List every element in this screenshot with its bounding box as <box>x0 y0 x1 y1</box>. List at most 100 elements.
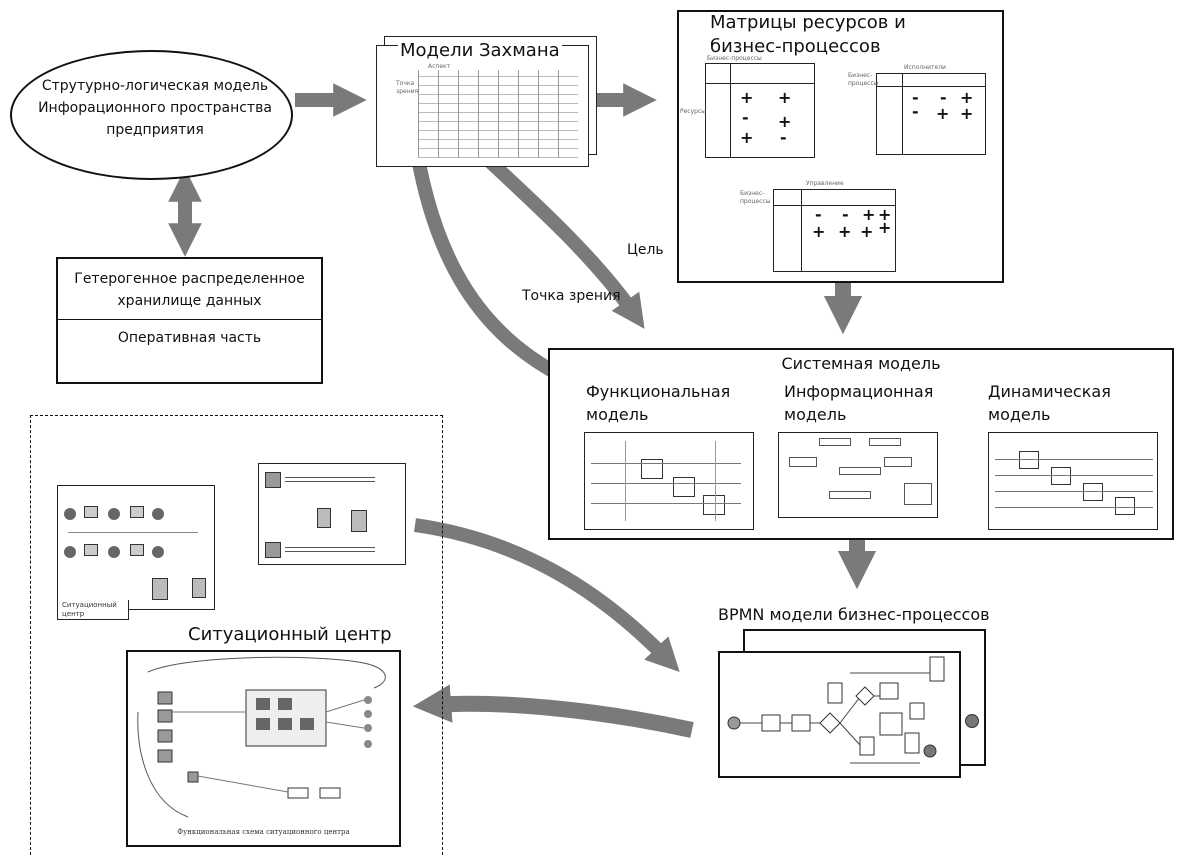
matrix-2-sign: + <box>960 104 974 123</box>
zachman-title: Модели Захмана <box>398 40 562 61</box>
system-model-title: Системная модель <box>781 354 941 373</box>
dyn-lines <box>995 475 1153 476</box>
info-entity <box>904 483 932 505</box>
matrix-3-left2: процессы <box>740 198 771 205</box>
info-space-ellipse <box>10 50 293 180</box>
situation-small-label1: Ситуационный <box>62 601 117 609</box>
matrix-2-sign: - <box>912 102 919 121</box>
dyn-block <box>1115 497 1135 515</box>
goal-label: Цель <box>627 242 664 258</box>
matrix-1-sign: + <box>740 128 754 147</box>
text-lines <box>285 474 375 482</box>
computer-icon <box>84 506 98 518</box>
matrices-title1: Матрицы ресурсов и <box>710 12 906 33</box>
dyn-block <box>1051 467 1071 485</box>
info-entity <box>884 457 912 467</box>
situation-scheme-drawing <box>137 656 386 818</box>
info-entity <box>819 438 851 446</box>
info-entity <box>869 438 901 446</box>
arrow-situation-to-bpmn <box>414 518 680 673</box>
zachman-col-header: Аспект <box>428 63 451 70</box>
func-block <box>673 477 695 497</box>
info-entity <box>839 467 881 475</box>
zachman-row-header2: зрения <box>396 88 419 95</box>
matrix-3-sign: - <box>815 205 822 224</box>
func-lines <box>591 483 741 484</box>
computer-icon <box>265 472 281 488</box>
matrix-2-hline <box>876 86 986 87</box>
matrix-1-hline <box>705 83 815 84</box>
matrix-3-top: Управление <box>806 180 844 187</box>
matrix-1-sign: - <box>742 108 749 127</box>
informational-model-line1: Информационная <box>784 382 934 401</box>
ellipse-line3: предприятия <box>106 122 204 138</box>
matrix-2-vline <box>902 73 903 155</box>
arrow-viewpoint-curve <box>405 119 596 394</box>
server-icon <box>351 510 367 532</box>
matrix-3-hline <box>773 205 896 206</box>
matrix-3-sign: + <box>860 222 874 241</box>
server-icon <box>192 578 206 598</box>
matrix-2-top: Исполнители <box>904 64 946 71</box>
functional-model-line2: модель <box>586 405 649 424</box>
matrix-3-sign: + <box>812 222 826 241</box>
matrix-1-sign: + <box>778 88 792 107</box>
matrix-1-sign: - <box>780 128 787 147</box>
computer-icon <box>130 544 144 556</box>
situation-center-title: Ситуационный центр <box>188 624 392 645</box>
bpmn-sheet-front <box>718 651 961 778</box>
matrix-2-sign: + <box>960 88 974 107</box>
zachman-grid <box>418 70 578 158</box>
storage-divider <box>57 319 322 320</box>
ellipse-line1: Струтурно-логическая модель <box>41 78 269 94</box>
situation-connection-thumbnail <box>258 463 406 565</box>
storage-line1: Гетерогенное распределенное <box>74 271 305 287</box>
matrix-3-sign: - <box>842 205 849 224</box>
server-icon <box>152 578 168 600</box>
func-block <box>641 459 663 479</box>
dyn-block <box>1083 483 1103 501</box>
informational-model-thumbnail <box>778 432 938 518</box>
func-lines <box>591 503 741 504</box>
dynamic-model-line1: Динамическая <box>988 382 1111 401</box>
situation-center-scheme: Функциональная схема ситуационного центр… <box>126 650 401 847</box>
zachman-row-header1: Точка <box>396 80 415 87</box>
matrices-title2: бизнес-процессов <box>710 36 881 57</box>
matrix-1-sign: + <box>740 88 754 107</box>
data-storage-box <box>56 257 323 384</box>
situation-small-label2: центр <box>62 610 85 618</box>
viewpoint-label: Точка зрения <box>522 288 621 304</box>
dyn-lines <box>995 507 1153 508</box>
storage-line2: хранилище данных <box>117 293 262 309</box>
functional-model-line1: Функциональная <box>586 382 731 401</box>
computer-icon <box>265 542 281 558</box>
matrix-3-vline <box>801 189 802 272</box>
matrix-2-sign: - <box>940 88 947 107</box>
situation-network-thumbnail <box>57 485 215 610</box>
func-lines <box>591 463 741 464</box>
situation-dashed-region <box>30 415 443 855</box>
matrix-2-left1: Бизнес- <box>848 72 873 79</box>
info-entity <box>829 491 871 499</box>
computer-icon <box>130 506 144 518</box>
bpmn-diagram <box>727 656 945 764</box>
bpmn-title: BPMN модели бизнес-процессов <box>718 605 990 624</box>
user-icon <box>64 508 76 520</box>
functional-model-thumbnail <box>584 432 754 530</box>
func-block <box>703 495 725 515</box>
matrix-2-sign: + <box>936 104 950 123</box>
dyn-lines <box>995 459 1153 460</box>
matrix-3-sign: + <box>838 222 852 241</box>
storage-operational: Оперативная часть <box>117 330 262 346</box>
matrix-3-sign: + <box>878 205 892 224</box>
user-icon <box>152 546 164 558</box>
func-lines <box>625 441 626 521</box>
matrix-3-sign: + <box>862 205 876 224</box>
matrix-1 <box>705 63 815 158</box>
matrix-2-sign: - <box>912 88 919 107</box>
func-lines <box>715 441 716 521</box>
user-icon <box>64 546 76 558</box>
situation-scheme-caption: Функциональная схема ситуационного центр… <box>177 828 350 836</box>
matrix-1-top: Бизнес-процессы <box>707 55 762 62</box>
computer-icon <box>84 544 98 556</box>
